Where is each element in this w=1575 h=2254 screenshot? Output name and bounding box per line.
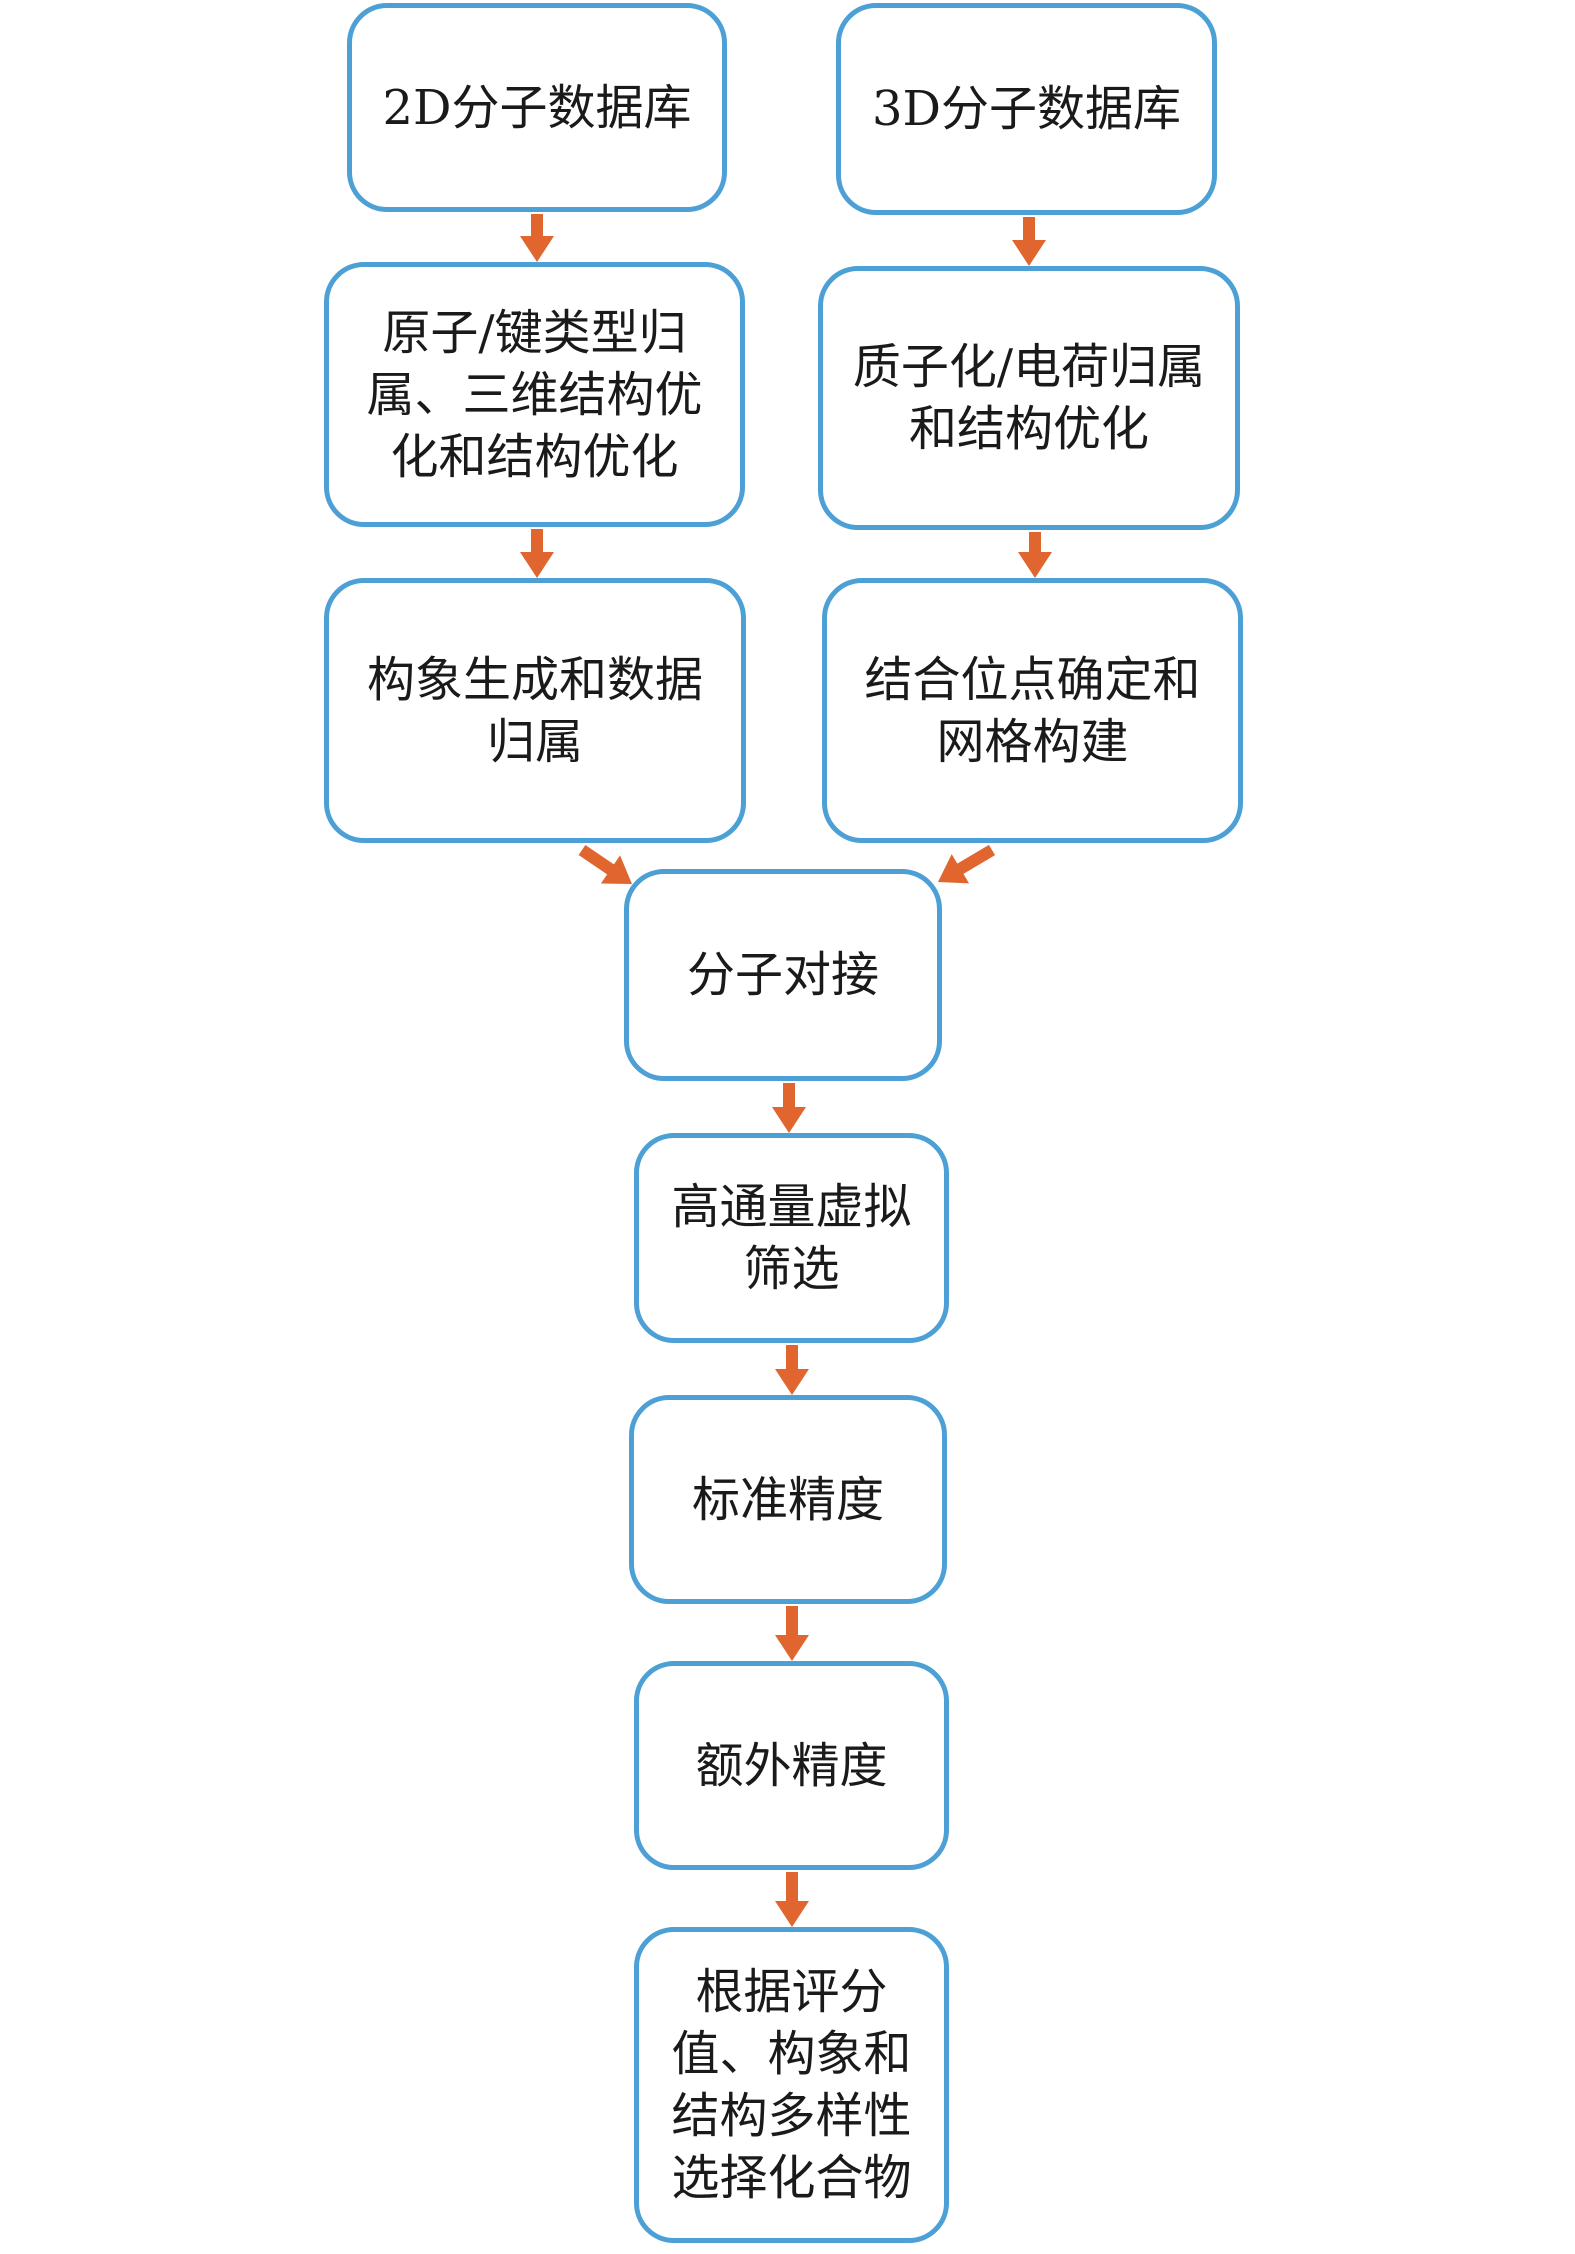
node-label: 构象生成和数据 归属 [366,651,703,770]
arrow [520,529,554,578]
node-molecular-docking: 分子对接 [624,869,942,1081]
node-label: 标准精度 [691,1471,884,1528]
node-extra-precision: 额外精度 [634,1661,949,1870]
node-label: 原子/键类型归 属、三维结构优 化和结构优化 [366,304,703,485]
arrow [775,1345,809,1395]
node-select-compounds: 根据评分 值、构象和 结构多样性 选择化合物 [634,1927,949,2243]
arrow [1012,217,1046,266]
node-atom-bond-typing: 原子/键类型归 属、三维结构优 化和结构优化 [324,262,745,527]
node-protonation: 质子化/电荷归属 和结构优化 [818,266,1240,530]
node-label: 分子对接 [686,947,879,1003]
node-2d-database: 2D分子数据库 [347,3,727,212]
node-htvs: 高通量虚拟 筛选 [634,1133,949,1343]
node-label: 根据评分 值、构象和 结构多样性 选择化合物 [671,1964,912,2206]
arrow [938,844,996,884]
node-label: 额外精度 [695,1737,888,1794]
node-label: 3D分子数据库 [871,81,1182,137]
node-conformer-generation: 构象生成和数据 归属 [324,578,746,843]
node-label: 高通量虚拟 筛选 [671,1179,912,1297]
arrow [775,1872,809,1927]
arrow [578,845,632,884]
node-label: 质子化/电荷归属 和结构优化 [852,339,1206,457]
arrow [772,1083,806,1133]
arrow [775,1606,809,1661]
arrow [1018,532,1052,578]
node-binding-site-grid: 结合位点确定和 网格构建 [822,578,1243,843]
node-label: 结合位点确定和 网格构建 [864,651,1201,770]
node-label: 2D分子数据库 [382,79,692,136]
node-3d-database: 3D分子数据库 [836,3,1217,215]
arrow [520,214,554,262]
node-standard-precision: 标准精度 [629,1395,947,1604]
